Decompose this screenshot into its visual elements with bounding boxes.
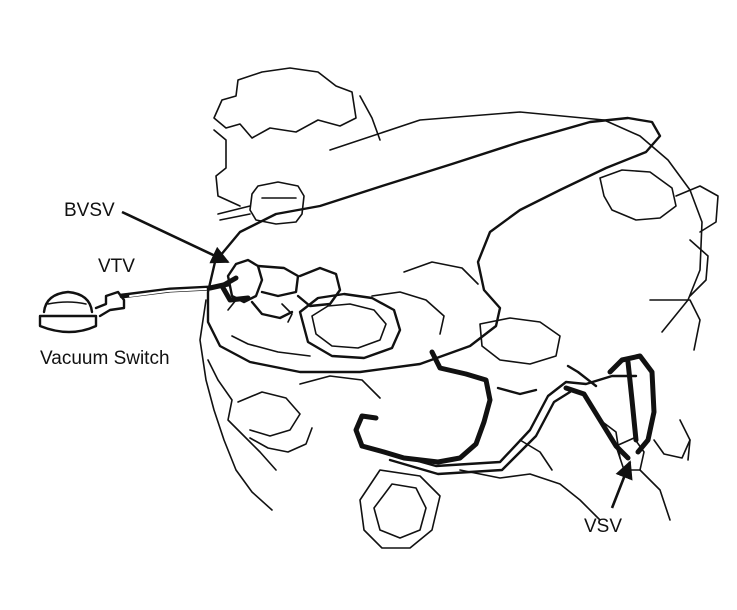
filler-cap [217,181,305,225]
vtv-line [119,281,231,299]
vacuum-switch-device [38,290,126,334]
label-vtv: VTV [98,256,135,277]
label-vacuum-switch: Vacuum Switch [40,348,170,369]
label-bvsv: BVSV [64,200,115,221]
vacuum-hoses [353,349,691,476]
air-cleaner-cover [206,116,662,374]
label-vsv: VSV [584,516,622,537]
bvsv-arrow [121,210,230,264]
vsv-arrow [610,460,633,509]
throttle-body [298,291,445,360]
engine-block-outline [199,67,719,549]
bvsv-valve [219,258,342,323]
